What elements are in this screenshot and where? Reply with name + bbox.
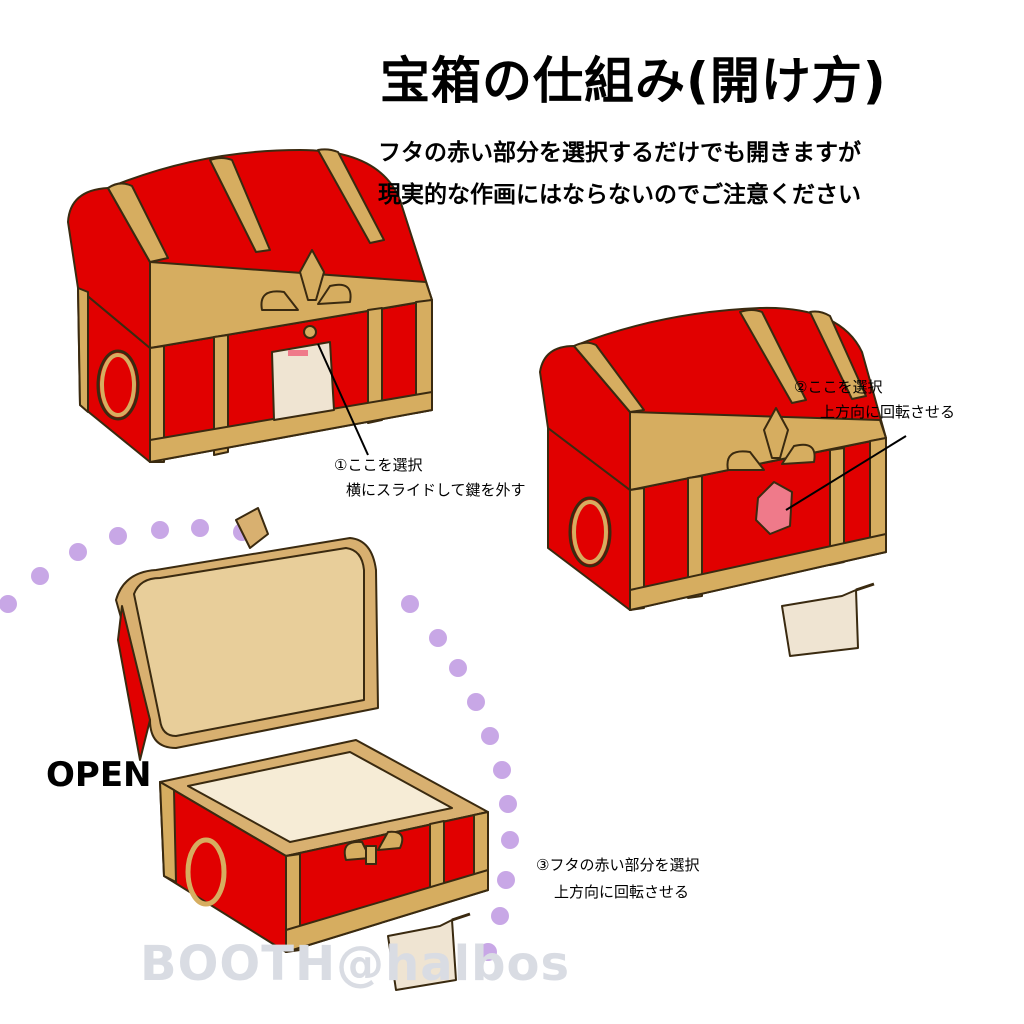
arc-dot bbox=[501, 831, 519, 849]
step2-note: ②ここを選択 上方向に回転させる bbox=[794, 378, 955, 422]
page-title: 宝箱の仕組み(開け方) bbox=[380, 52, 887, 110]
chest-open bbox=[115, 507, 489, 991]
arc-dot bbox=[429, 629, 447, 647]
open-label: OPEN bbox=[46, 755, 152, 795]
arc-dot bbox=[499, 795, 517, 813]
arc-dot bbox=[151, 521, 169, 539]
arc-dot bbox=[31, 567, 49, 585]
arc-dot bbox=[0, 595, 17, 613]
step1-line-2: 横にスライドして鍵を外す bbox=[346, 480, 526, 499]
description-line-2: 現実的な作画にはならないのでご注意ください bbox=[378, 182, 861, 208]
step2-line-1: ②ここを選択 bbox=[794, 378, 883, 396]
arc-dot bbox=[493, 761, 511, 779]
chest-closed-unlocked bbox=[539, 306, 887, 657]
arc-dot bbox=[481, 727, 499, 745]
step3-line-1: ③フタの赤い部分を選択 bbox=[536, 856, 700, 874]
step1-line-1: ①ここを選択 bbox=[334, 456, 423, 474]
arc-dot bbox=[449, 659, 467, 677]
arc-dot bbox=[497, 871, 515, 889]
watermark-logo: BOOTH@halbos bbox=[140, 936, 571, 992]
arc-dot bbox=[401, 595, 419, 613]
arc-dot bbox=[191, 519, 209, 537]
step1-note: ①ここを選択 横にスライドして鍵を外す bbox=[334, 456, 526, 500]
arc-dot bbox=[491, 907, 509, 925]
description-line-1: フタの赤い部分を選択するだけでも開きますが bbox=[378, 140, 861, 166]
arc-dot bbox=[69, 543, 87, 561]
step2-line-2: 上方向に回転させる bbox=[820, 402, 956, 421]
arc-dot bbox=[109, 527, 127, 545]
chest-closed-locked bbox=[67, 148, 433, 463]
arc-dot bbox=[467, 693, 485, 711]
step3-note: ③フタの赤い部分を選択 上方向に回転させる bbox=[536, 856, 699, 902]
step3-line-2: 上方向に回転させる bbox=[554, 882, 690, 901]
arc-dot bbox=[479, 943, 497, 961]
pointer-line-step2 bbox=[785, 435, 907, 511]
pointer-line-step1 bbox=[317, 343, 369, 456]
